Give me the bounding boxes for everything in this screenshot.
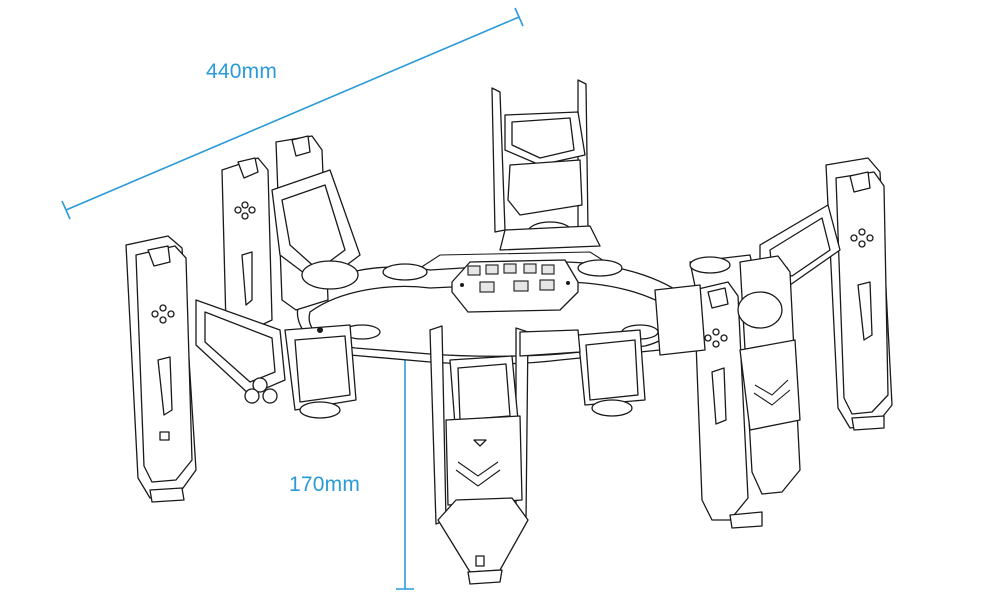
width-dimension-label: 440mm — [206, 60, 278, 83]
control-board — [451, 259, 579, 313]
left-front-servo — [284, 324, 357, 419]
width-dimension-line — [61, 7, 524, 220]
left-middle-leg — [125, 235, 286, 503]
left-rear-leg — [221, 135, 361, 336]
front-center-leg — [429, 325, 529, 585]
right-front-leg — [654, 255, 801, 529]
height-dimension-label: 170mm — [289, 473, 361, 496]
height-dimension-line — [396, 326, 414, 590]
rear-center-leg — [491, 79, 601, 251]
right-middle-leg — [759, 157, 893, 431]
right-center-servo — [519, 329, 646, 417]
